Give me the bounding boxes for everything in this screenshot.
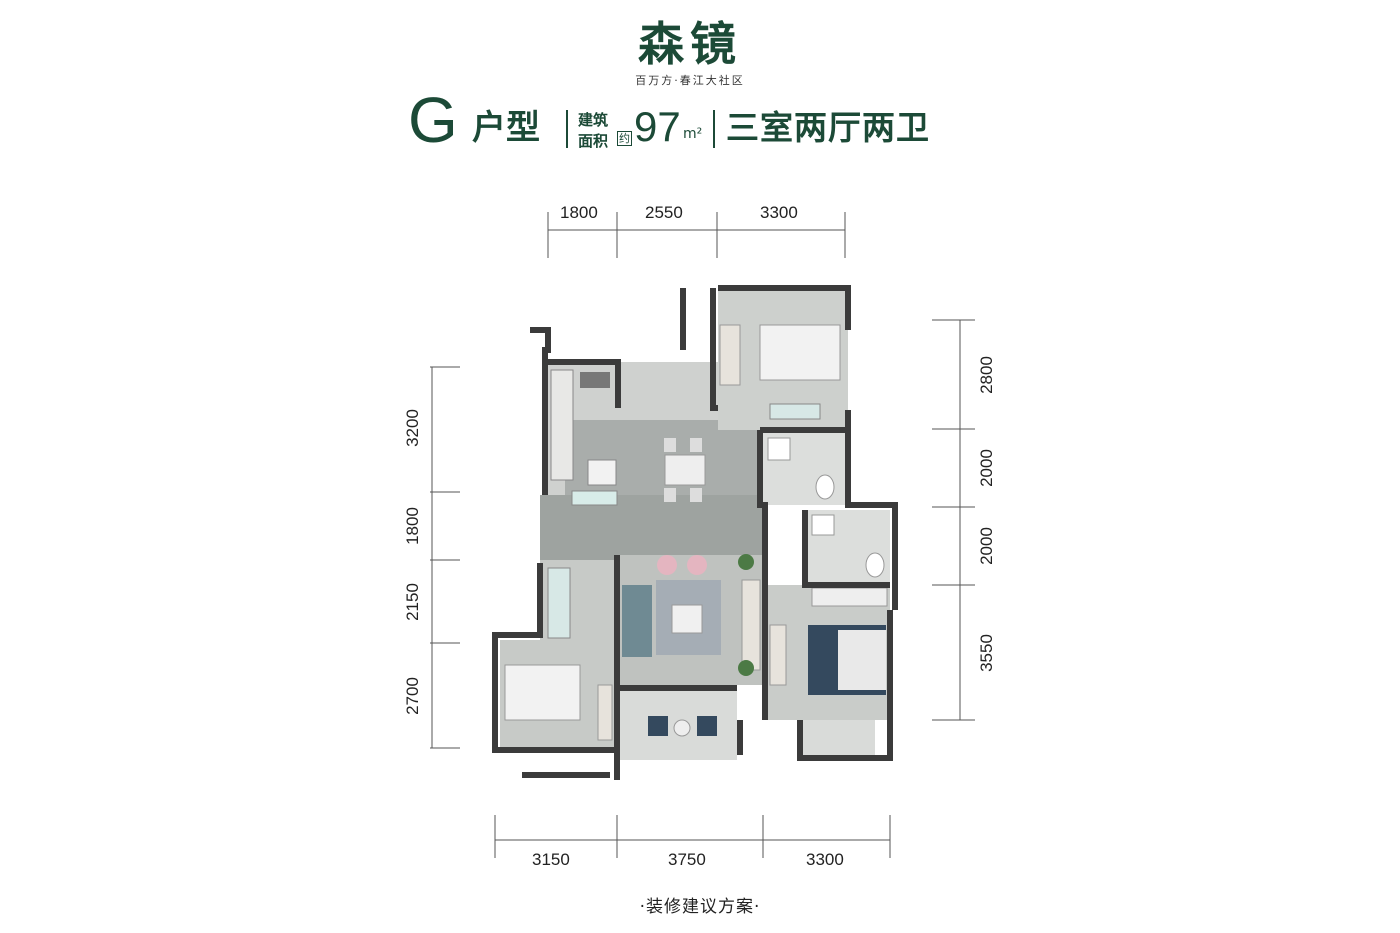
balcony-chair	[648, 716, 668, 736]
area-label-line2: 面积	[578, 132, 609, 150]
header-divider	[566, 110, 568, 148]
kitchen-counter	[550, 369, 574, 481]
fridge	[587, 459, 617, 486]
armchair-pink	[687, 555, 707, 575]
footer-note: ·装修建议方案·	[639, 897, 761, 917]
dim-right-2: 2000	[977, 449, 996, 487]
dining-chair	[664, 488, 676, 502]
dining-chair	[690, 488, 702, 502]
brand-title: 森镜	[638, 17, 742, 71]
brand-subtitle: 百万方·春江大社区	[635, 74, 745, 87]
area-value: 97	[634, 103, 681, 150]
approx-badge: 约	[617, 131, 632, 146]
dim-left-3: 2150	[403, 583, 422, 621]
wardrobe-3	[769, 403, 821, 420]
tv-cabinet	[741, 579, 761, 671]
area-label-line1: 建筑	[578, 111, 609, 129]
wardrobe-2	[547, 567, 571, 639]
dim-bottom-2: 3750	[668, 850, 706, 869]
bed-3	[759, 324, 841, 381]
toilet	[815, 474, 835, 500]
dining-chair	[664, 438, 676, 452]
header-divider	[713, 110, 715, 148]
balcony-table	[673, 719, 691, 737]
plant	[738, 554, 754, 570]
stove	[580, 372, 610, 388]
dim-left-1: 3200	[403, 409, 422, 447]
unit-type-label: 户型	[472, 108, 540, 148]
dim-right-4: 3550	[977, 634, 996, 672]
sofa	[622, 585, 652, 657]
armchair-pink	[657, 555, 677, 575]
area-unit: m²	[683, 126, 703, 142]
bed-2	[504, 664, 581, 721]
dim-top-3: 3300	[760, 203, 798, 222]
dim-bottom-3: 3300	[806, 850, 844, 869]
furniture	[504, 324, 888, 741]
dining-table	[664, 454, 706, 486]
sink	[767, 437, 791, 461]
dining-chair	[690, 438, 702, 452]
coffee-table	[671, 604, 703, 634]
plant	[738, 660, 754, 676]
desk-2	[597, 684, 613, 741]
walls	[492, 285, 898, 780]
toilet	[865, 552, 885, 578]
dim-bottom-1: 3150	[532, 850, 570, 869]
dim-top-2: 2550	[645, 203, 683, 222]
layout-description: 三室两厅两卫	[726, 108, 930, 147]
cabinet	[571, 490, 618, 506]
dim-right-3: 2000	[977, 527, 996, 565]
balcony-chair	[697, 716, 717, 736]
unit-letter: G	[408, 84, 458, 156]
master-balcony-floor	[800, 720, 875, 755]
sink	[811, 514, 835, 536]
dimension-lines	[430, 212, 975, 858]
dim-top-1: 1800	[560, 203, 598, 222]
master-bed-pillows	[838, 630, 886, 690]
desk-master	[769, 624, 787, 686]
desk-3	[719, 324, 741, 386]
corridor-floor	[540, 495, 765, 565]
dim-left-2: 1800	[403, 507, 422, 545]
dim-right-1: 2800	[977, 356, 996, 394]
dim-left-4: 2700	[403, 677, 422, 715]
wardrobe-master	[811, 587, 888, 607]
